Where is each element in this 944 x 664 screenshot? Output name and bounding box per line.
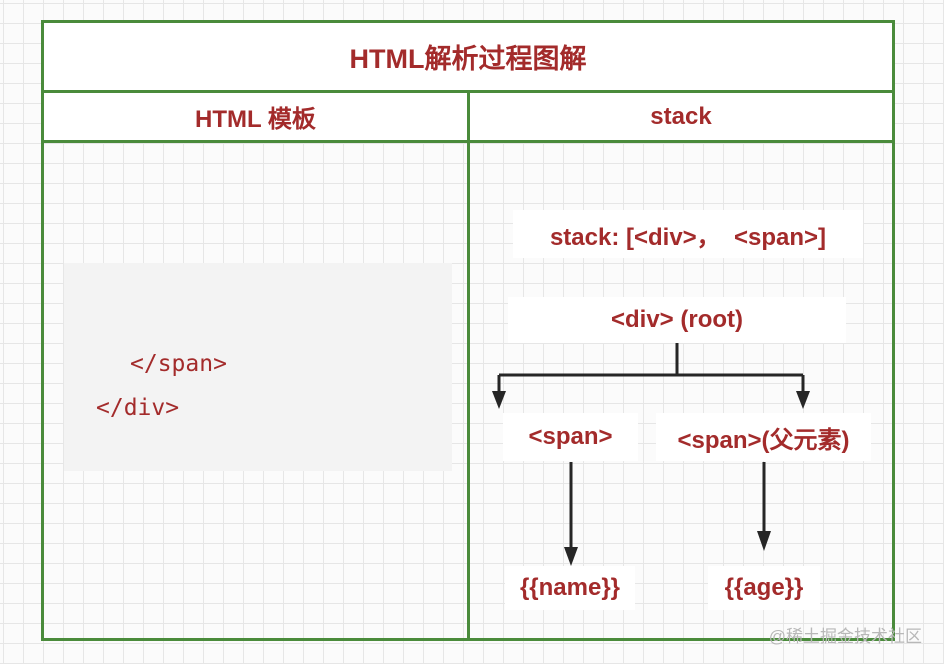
tree-node-name-var: {{name}} — [505, 566, 635, 610]
column-header-template: HTML 模板 — [44, 93, 467, 143]
tree-node-age-var: {{age}} — [708, 566, 820, 610]
code-line-div-close: </div> — [96, 395, 180, 421]
tree-node-span-parent: <span>(父元素) — [656, 413, 871, 461]
tree-node-root: <div> (root) — [508, 297, 846, 343]
arrowhead-left — [492, 391, 506, 409]
arrowhead-age — [757, 531, 771, 551]
watermark-text: @稀土掘金技术社区 — [768, 627, 922, 646]
stack-label: stack: [<div>， <span>] — [513, 210, 863, 258]
diagram-title: HTML解析过程图解 — [44, 23, 892, 93]
diagram-frame: HTML解析过程图解 HTML 模板 stack </span> </div> — [41, 20, 895, 641]
tree-node-span: <span> — [503, 413, 638, 461]
arrowhead-right — [796, 391, 810, 409]
column-divider — [467, 93, 470, 638]
arrowhead-name — [564, 547, 578, 566]
column-header-stack: stack — [470, 93, 892, 143]
code-line-span-close: </span> — [130, 351, 227, 377]
code-block: </span> </div> — [64, 263, 452, 471]
